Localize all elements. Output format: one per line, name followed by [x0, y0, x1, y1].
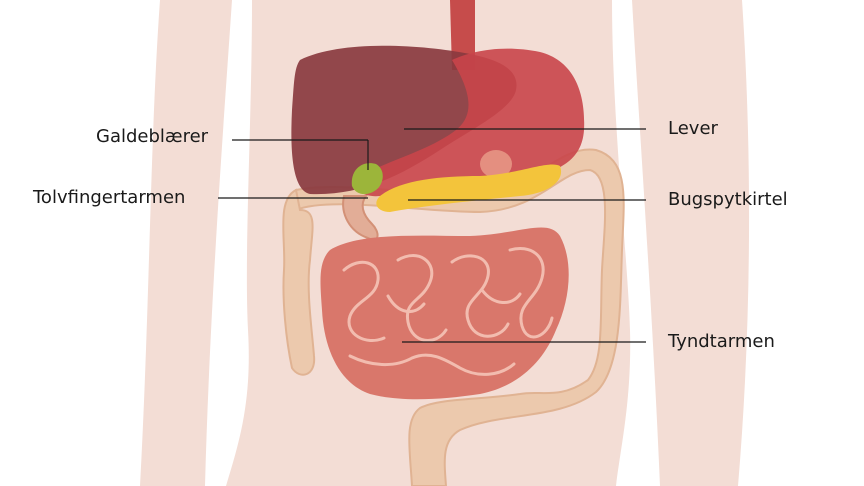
left-arm	[140, 0, 232, 486]
label-lever: Lever	[668, 118, 718, 139]
small-intestine	[320, 227, 569, 400]
stomach	[356, 48, 585, 197]
label-galdeblaerer: Galdeblærer	[96, 126, 209, 147]
label-tolvfingertarmen: Tolvfingertarmen	[33, 187, 186, 208]
liver	[291, 45, 517, 195]
label-bugspytkirtel: Bugspytkirtel	[668, 189, 788, 210]
label-tyndtarmen: Tyndtarmen	[668, 331, 775, 352]
stomach-highlight	[480, 150, 512, 178]
gallbladder	[351, 163, 383, 195]
right-arm	[632, 0, 750, 486]
large-intestine	[282, 148, 625, 486]
duodenum	[342, 195, 379, 241]
leader-lines	[218, 128, 646, 343]
